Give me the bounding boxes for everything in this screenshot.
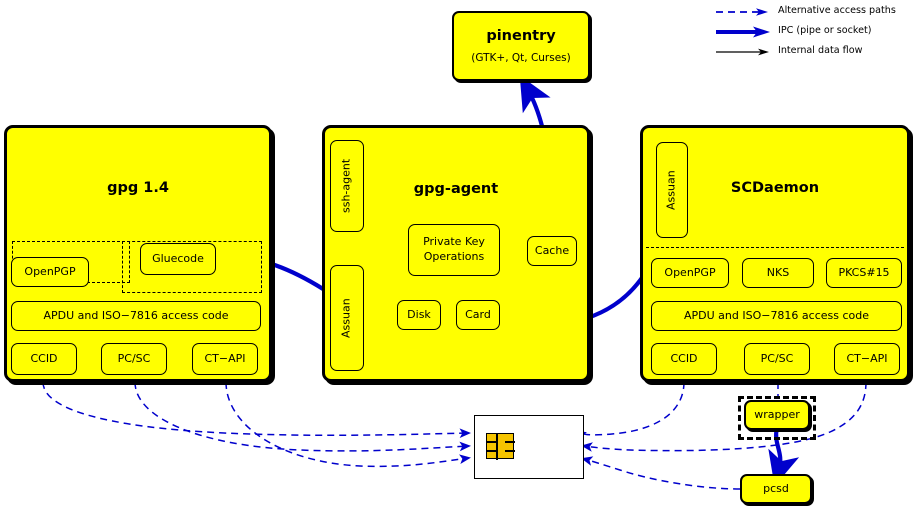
gpg-driver-ccid[interactable]: CCID — [11, 343, 77, 375]
gpg-agent-card-box[interactable]: Card — [456, 300, 500, 330]
scdaemon-divider — [646, 247, 904, 248]
scdaemon-driver-pcsc-label: PC/SC — [760, 351, 794, 365]
private-key-line2: Operations — [423, 250, 485, 263]
gpg-agent-ssh-agent-box[interactable]: ssh-agent — [330, 140, 364, 232]
pcsd-box[interactable]: pcsd — [740, 474, 812, 504]
wrapper-box[interactable]: wrapper — [744, 400, 810, 430]
gpg-agent-private-key-ops-box[interactable]: Private Key Operations — [408, 224, 500, 276]
scdaemon-title: SCDaemon — [730, 180, 820, 196]
scdaemon-app-openpgp-label: OpenPGP — [664, 265, 716, 279]
scdaemon-driver-ctapi-label: CT−API — [846, 351, 888, 365]
scdaemon-driver-ccid-label: CCID — [670, 351, 698, 365]
wrapper-dashed-region — [738, 396, 816, 440]
gpg-gluecode-label: Gluecode — [152, 251, 204, 265]
gpg-agent-disk-box[interactable]: Disk — [397, 300, 441, 330]
scdaemon-driver-pcsc[interactable]: PC/SC — [744, 343, 810, 375]
legend-label-alt: Alternative access paths — [778, 5, 896, 16]
legend-art-thin-black — [716, 48, 769, 56]
gpg-apdu-box[interactable]: APDU and ISO−7816 access code — [11, 301, 261, 331]
gpg-agent-assuan-box[interactable]: Assuan — [330, 265, 364, 371]
smartcard-chip-icon — [486, 433, 515, 460]
gpg-agent-title: gpg-agent — [413, 181, 499, 197]
scdaemon-apdu-box[interactable]: APDU and ISO−7816 access code — [651, 301, 902, 331]
legend-item-internal: Internal data flow — [712, 42, 908, 62]
gpg-driver-pcsc[interactable]: PC/SC — [101, 343, 167, 375]
legend-item-alt: Alternative access paths — [712, 2, 908, 22]
gpg-driver-pcsc-label: PC/SC — [117, 351, 151, 365]
legend-art-dashed-blue — [716, 8, 768, 16]
gpg-apdu-label: APDU and ISO−7816 access code — [43, 308, 229, 322]
legend-label-ipc: IPC (pipe or socket) — [778, 25, 872, 36]
scdaemon-app-nks-label: NKS — [766, 265, 790, 279]
pinentry-title: pinentry — [486, 28, 556, 45]
panel-gpg: gpg 1.4 — [4, 125, 272, 382]
gpg-agent-card-label: Card — [465, 307, 491, 321]
scdaemon-app-openpgp[interactable]: OpenPGP — [651, 258, 729, 288]
wrapper-label: wrapper — [754, 407, 800, 421]
scdaemon-apdu-label: APDU and ISO−7816 access code — [683, 308, 870, 322]
pinentry-subtitle: (GTK+, Qt, Curses) — [471, 51, 571, 64]
gpg-driver-ctapi[interactable]: CT−API — [192, 343, 258, 375]
legend-art-thick-blue — [716, 26, 770, 38]
scdaemon-app-nks[interactable]: NKS — [742, 258, 814, 288]
pinentry-box[interactable]: pinentry (GTK+, Qt, Curses) — [452, 11, 590, 81]
gpg-gluecode-box[interactable]: Gluecode — [140, 243, 216, 275]
scdaemon-app-pkcs15-label: PKCS#15 — [838, 265, 890, 279]
legend-label-internal: Internal data flow — [778, 45, 863, 56]
pcsd-label: pcsd — [763, 481, 789, 495]
gpg-title: gpg 1.4 — [107, 180, 169, 196]
legend-item-ipc: IPC (pipe or socket) — [712, 22, 908, 42]
dashed-region-seam-mask — [123, 243, 128, 281]
scdaemon-assuan-label: Assuan — [664, 170, 678, 210]
gpg-agent-ssh-agent-label: ssh-agent — [339, 158, 353, 214]
gpg-openpgp-label: OpenPGP — [24, 264, 76, 278]
gpg-agent-cache-label: Cache — [534, 243, 570, 257]
gpg-gluecode-dashed-region — [122, 241, 262, 293]
smartcard[interactable] — [474, 415, 584, 479]
private-key-line1: Private Key — [423, 235, 485, 249]
legend: Alternative access paths IPC (pipe or so… — [712, 2, 908, 62]
gpg-driver-ccid-label: CCID — [30, 351, 58, 365]
gpg-agent-assuan-label: Assuan — [339, 298, 353, 338]
scdaemon-assuan-box[interactable]: Assuan — [656, 142, 688, 238]
gpg-driver-ctapi-label: CT−API — [204, 351, 246, 365]
scdaemon-driver-ctapi[interactable]: CT−API — [834, 343, 900, 375]
alt-path-group-scdaemon — [574, 381, 867, 490]
gpg-agent-disk-label: Disk — [407, 307, 431, 321]
scdaemon-driver-ccid[interactable]: CCID — [651, 343, 717, 375]
gpg-openpgp-box[interactable]: OpenPGP — [11, 257, 89, 287]
gpg-agent-cache-box[interactable]: Cache — [527, 236, 577, 266]
panel-scdaemon: SCDaemon — [640, 125, 910, 382]
scdaemon-app-pkcs15[interactable]: PKCS#15 — [826, 258, 902, 288]
alt-path-group-gpg — [42, 381, 471, 468]
